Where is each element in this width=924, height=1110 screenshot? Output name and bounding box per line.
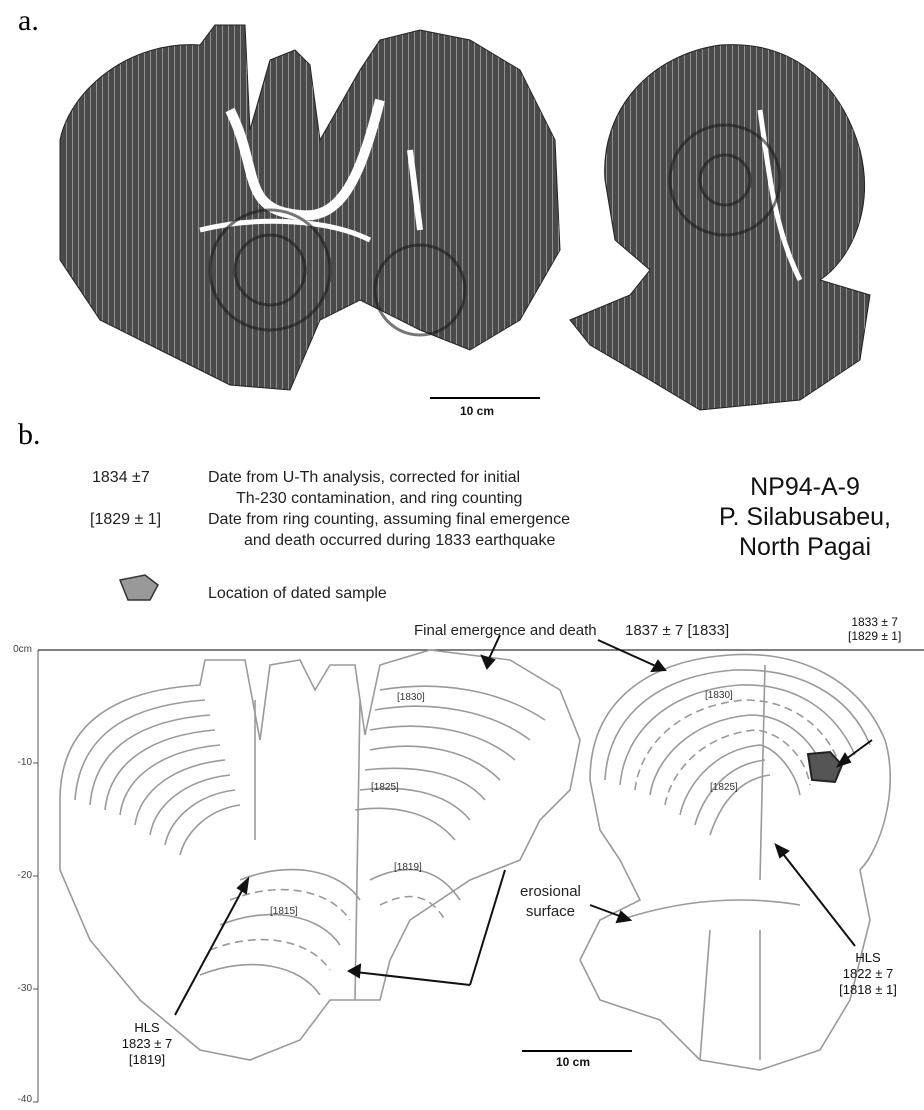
hls-left-2: 1823 ± 7 [112, 1036, 182, 1052]
scale-label-b: 10 cm [556, 1055, 590, 1069]
erosional-line-1: erosional [520, 882, 581, 902]
hls-left-label: HLS 1823 ± 7 [1819] [112, 1020, 182, 1068]
title-line-3: North Pagai [700, 532, 910, 562]
axis-tick-10: -10 [2, 757, 32, 768]
final-emergence-label: Final emergence and death [414, 622, 597, 639]
coral-photo-right [570, 45, 870, 410]
sample-date: 1833 ± 7 [1829 ± 1] [848, 615, 901, 643]
axis-tick-30: -30 [2, 983, 32, 994]
axis-tick-0: 0cm [2, 644, 32, 655]
hls-left-1: HLS [112, 1020, 182, 1036]
sample-date-1: 1833 ± 7 [848, 615, 901, 629]
hls-right-1: HLS [828, 950, 908, 966]
axis-tick-40: -40 [2, 1094, 32, 1105]
legend-text-1a: Date from U-Th analysis, corrected for i… [208, 468, 520, 488]
band-label-1830-right: [1830] [705, 690, 733, 701]
band-label-1825-right: [1825] [710, 782, 738, 793]
band-label-1830-left: [1830] [397, 692, 425, 703]
ring-tracing-right [580, 654, 890, 1070]
sample-title: NP94-A-9 P. Silabusabeu, North Pagai [700, 472, 910, 562]
ring-tracing-left [60, 650, 580, 1060]
legend-text-2b: and death occurred during 1833 earthquak… [244, 531, 555, 551]
hls-right-label: HLS 1822 ± 7 [1818 ± 1] [828, 950, 908, 998]
band-label-1825-left: [1825] [371, 782, 399, 793]
coral-photo-left [60, 25, 560, 390]
legend-key-1: 1834 ±7 [92, 468, 150, 488]
axis-tick-20: -20 [2, 870, 32, 881]
sample-legend-icon [120, 575, 158, 600]
band-label-1815: [1815] [270, 906, 298, 917]
legend-key-2: [1829 ± 1] [90, 510, 161, 530]
hls-left-3: [1819] [112, 1052, 182, 1068]
band-label-1819: [1819] [394, 862, 422, 873]
scale-label-a: 10 cm [460, 404, 494, 418]
final-emergence-date: 1837 ± 7 [1833] [625, 622, 729, 639]
hls-right-2: 1822 ± 7 [828, 966, 908, 982]
panel-b-label: b. [18, 418, 41, 452]
sample-date-2: [1829 ± 1] [848, 629, 901, 643]
legend-text-1b: Th-230 contamination, and ring counting [236, 489, 522, 509]
annotation-arrows [175, 635, 872, 1015]
hls-right-3: [1818 ± 1] [828, 982, 908, 998]
sample-legend-text: Location of dated sample [208, 584, 387, 604]
title-line-2: P. Silabusabeu, [700, 502, 910, 532]
erosional-surface-label: erosional surface [520, 882, 581, 922]
legend-text-2a: Date from ring counting, assuming final … [208, 510, 570, 530]
erosional-line-2: surface [520, 902, 581, 922]
title-line-1: NP94-A-9 [700, 472, 910, 502]
